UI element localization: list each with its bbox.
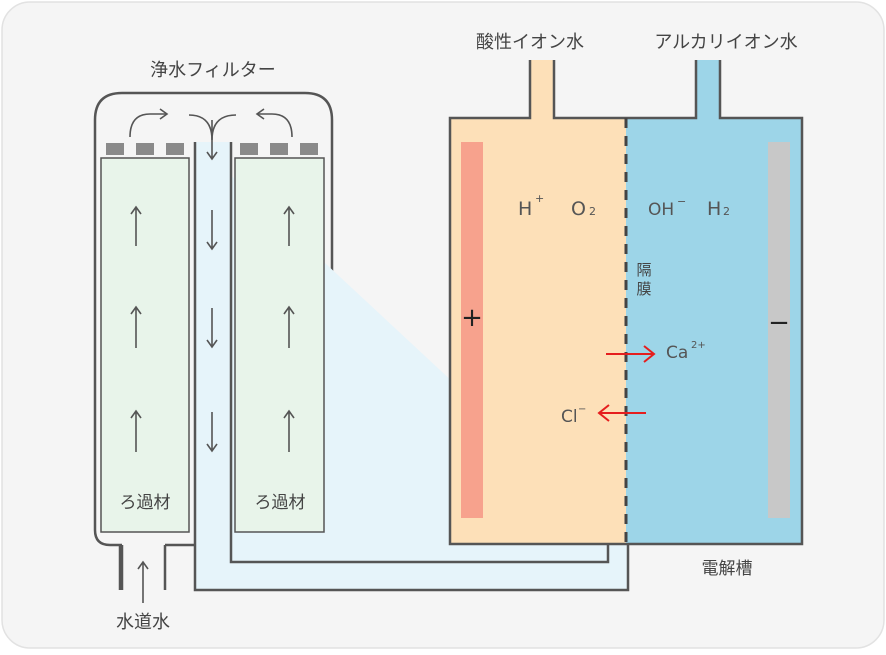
electrolysis-tank: + − 隔 膜 H + O 2 OH − H 2 Ca 2+ Cl − 酸性イオ…	[448, 32, 804, 579]
filter-media-right	[234, 157, 325, 533]
media-left-label: ろ過材	[120, 493, 171, 513]
filter-housing-left	[93, 120, 122, 547]
anode-electrode	[461, 142, 483, 518]
ion-h2-subscript: 2	[723, 205, 730, 218]
media-right-label: ろ過材	[255, 493, 306, 513]
ion-oh-charge: −	[677, 195, 686, 208]
filter-media-left	[100, 157, 190, 533]
ion-ca: Ca	[666, 343, 688, 363]
ion-h-charge: +	[535, 192, 544, 205]
center-channel	[195, 142, 231, 590]
ion-h: H	[518, 198, 532, 220]
up-arrows	[130, 205, 295, 603]
alkaline-outlet-pipe	[696, 60, 720, 120]
bottom-pipe	[195, 562, 628, 590]
anode-sign: +	[461, 303, 483, 333]
membrane-label-2: 膜	[636, 280, 651, 298]
tap-inlet-pipe	[120, 545, 167, 590]
cathode-electrode	[768, 142, 790, 518]
cathode-sign: −	[768, 308, 790, 338]
ion-o: O	[571, 198, 586, 220]
ion-o-subscript: 2	[589, 205, 596, 218]
ca-arrow	[606, 345, 656, 363]
down-arrows	[206, 120, 218, 453]
ion-oh: OH	[648, 200, 674, 220]
ion-cl: Cl	[561, 407, 578, 427]
cl-arrow	[597, 404, 646, 422]
top-flow-arrows	[129, 108, 293, 141]
ion-migration-arrows	[597, 345, 656, 422]
ion-cl-charge: −	[578, 404, 586, 415]
alkaline-water-label: アルカリイオン水	[654, 32, 797, 53]
membrane-label-1: 隔	[636, 261, 651, 279]
acid-outlet-pipe	[530, 60, 554, 120]
acid-water-label: 酸性イオン水	[476, 32, 584, 53]
ion-ca-charge: 2+	[691, 340, 706, 351]
filter-top-plate	[106, 143, 318, 155]
tap-water-label: 水道水	[116, 612, 170, 633]
filter-title: 浄水フィルター	[150, 60, 276, 81]
ion-h2: H	[707, 198, 721, 220]
tank-label: 電解槽	[702, 559, 753, 579]
ion-labels: H + O 2 OH − H 2 Ca 2+ Cl −	[518, 192, 730, 427]
